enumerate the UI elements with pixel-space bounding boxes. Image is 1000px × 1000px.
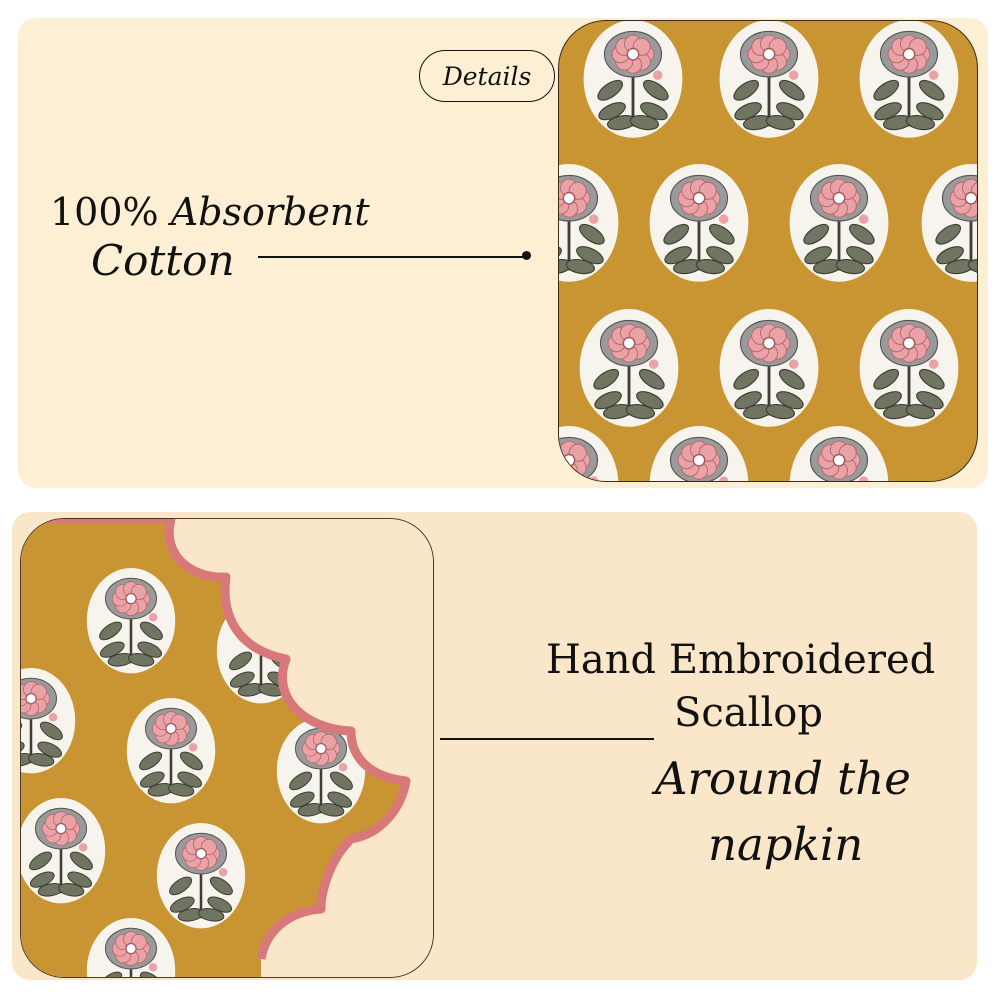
floral-motif-icon bbox=[86, 917, 176, 977]
hand-embroidered-text: Hand Embroidered bbox=[546, 637, 936, 683]
floral-motif-icon bbox=[649, 164, 749, 282]
scallop-edge-icon bbox=[21, 519, 411, 960]
details-button[interactable]: Details bbox=[419, 50, 555, 102]
floral-motif-icon bbox=[559, 164, 619, 282]
absorbent-cotton-panel: Details 100% Absorbent Cotton bbox=[18, 18, 988, 488]
cotton-callout-text: Cotton bbox=[91, 236, 235, 285]
absorbent-percent-text: 100% bbox=[50, 190, 159, 234]
callout-connector-line bbox=[258, 256, 526, 258]
floral-motif-icon bbox=[859, 21, 959, 138]
floral-motif-icon bbox=[126, 698, 216, 804]
floral-motif-icon bbox=[859, 309, 959, 427]
floral-motif-icon bbox=[719, 309, 819, 427]
floral-print-pattern bbox=[559, 21, 977, 481]
napkin-text: napkin bbox=[708, 818, 864, 871]
floral-motif-icon bbox=[583, 21, 683, 138]
floral-motif-icon bbox=[649, 426, 749, 481]
floral-motif-icon bbox=[579, 309, 679, 427]
scallop-text: Scallop bbox=[674, 690, 823, 736]
floral-motif-icon bbox=[276, 718, 366, 824]
callout-connector-line-bottom bbox=[440, 738, 654, 740]
floral-motif-icon bbox=[21, 667, 76, 774]
embroidered-scallop-panel: Hand Embroidered Scallop Around the napk… bbox=[12, 512, 977, 980]
absorbent-word-text: Absorbent bbox=[170, 190, 370, 234]
floral-motif-icon bbox=[921, 164, 977, 282]
floral-motif-icon bbox=[789, 426, 889, 481]
floral-motif-icon bbox=[559, 426, 619, 481]
scallop-edge-closeup bbox=[20, 518, 434, 978]
absorbent-callout-line1: 100% Absorbent bbox=[50, 190, 370, 234]
floral-motif-icon bbox=[789, 164, 889, 282]
fabric-swatch-closeup bbox=[558, 20, 978, 482]
connector-dot-icon bbox=[522, 251, 531, 260]
floral-motif-icon bbox=[719, 21, 819, 138]
around-the-text: Around the bbox=[655, 752, 911, 805]
floral-motif-icon bbox=[21, 797, 106, 904]
floral-motif-icon bbox=[86, 568, 176, 674]
floral-motif-icon bbox=[156, 823, 246, 929]
scallop-edge-pattern bbox=[21, 519, 433, 977]
